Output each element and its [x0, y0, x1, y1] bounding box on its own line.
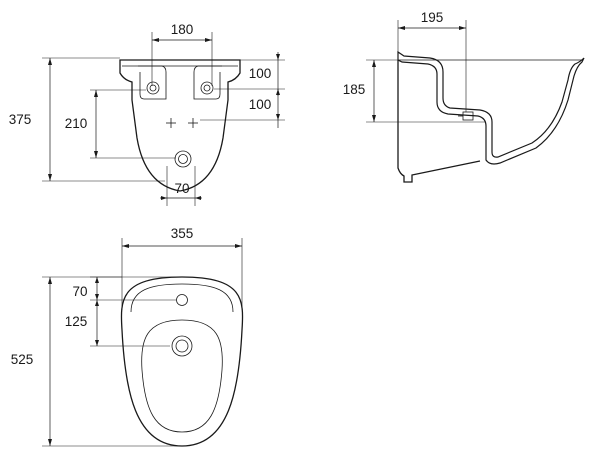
- supply-point-right: [188, 118, 198, 128]
- front-view: 180 375 210 100 100: [9, 22, 285, 206]
- dim-front-fixing-top: 100: [249, 66, 272, 81]
- top-view-drain: [171, 335, 193, 357]
- front-view-ledge-right: [193, 65, 222, 100]
- top-view-back-rim: [130, 283, 234, 313]
- outlet-hole: [174, 150, 192, 168]
- supply-point-left: [166, 118, 176, 128]
- front-view-outline: [119, 59, 241, 192]
- fixing-hole-right: [200, 81, 214, 95]
- front-view-ledge-left: [138, 65, 167, 100]
- dim-front-fixing-spacing: 210: [65, 116, 88, 131]
- dim-top-width: 355: [171, 226, 194, 241]
- side-view-section: [397, 50, 585, 165]
- top-view: 355 525 70 125: [11, 226, 244, 447]
- top-view-outline: [120, 276, 244, 447]
- side-view-base: [397, 60, 481, 183]
- dim-front-outlet: 70: [174, 181, 189, 196]
- top-view-inner-bowl: [141, 319, 223, 433]
- dim-side-depth: 195: [421, 10, 444, 25]
- top-view-tap-hole: [176, 294, 188, 306]
- dim-front-fixing-bottom: 100: [249, 97, 272, 112]
- dim-top-tap-offset: 70: [72, 284, 87, 299]
- dim-top-drain-offset: 125: [65, 314, 88, 329]
- dim-front-height: 375: [9, 112, 32, 127]
- dim-top-length: 525: [11, 352, 34, 367]
- dim-side-height: 185: [343, 82, 366, 97]
- dim-front-width: 180: [171, 22, 194, 37]
- fixing-hole-left: [146, 81, 160, 95]
- side-view: 195 185: [343, 10, 585, 183]
